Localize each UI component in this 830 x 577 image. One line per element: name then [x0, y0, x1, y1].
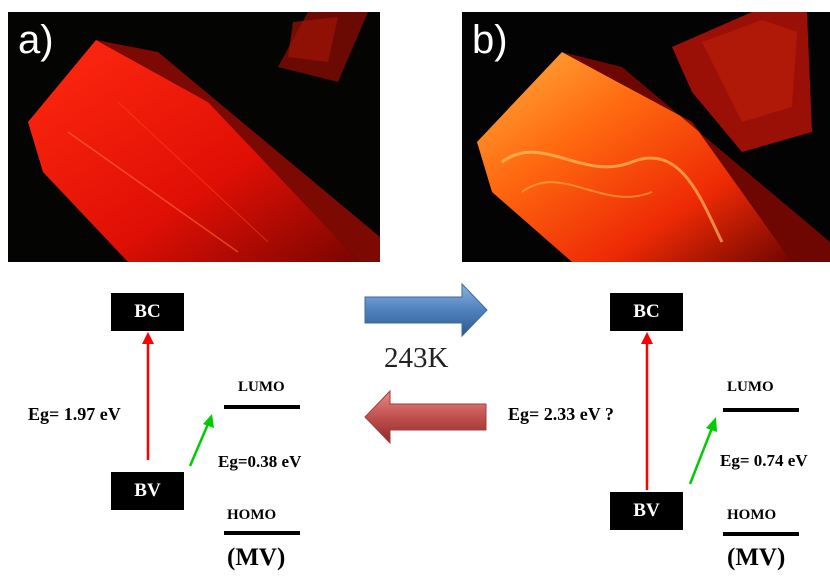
band-gap-arrow-b-icon — [641, 332, 653, 490]
panel-a-label: a) — [18, 18, 54, 62]
mv-gap-label-a: Eg=0.38 eV — [218, 452, 302, 471]
homo-label-a: HOMO — [227, 507, 277, 523]
band-gap-label-b: Eg= 2.33 eV ? — [508, 404, 614, 424]
crystal-photo-b: b) — [462, 12, 830, 262]
bc-box-b: BC — [610, 293, 683, 331]
mv-gap-label-b: Eg= 0.74 eV — [720, 451, 808, 470]
bv-box-a: BV — [111, 472, 184, 510]
crystal-a-illustration — [8, 12, 380, 262]
transition-temperature: 243K — [384, 342, 449, 374]
band-gap-arrow-a-icon — [142, 332, 154, 460]
mv-label-a: (MV) — [227, 544, 286, 571]
mv-arrow-a-icon — [188, 414, 214, 467]
mv-label-b: (MV) — [727, 544, 786, 571]
crystal-b-illustration — [462, 12, 830, 262]
lumo-level-b — [723, 408, 799, 412]
forward-arrow-icon — [364, 282, 488, 338]
homo-label-b: HOMO — [727, 507, 777, 523]
lumo-label-a: LUMO — [238, 379, 285, 395]
mv-arrow-b-icon — [688, 417, 717, 485]
homo-level-b — [723, 532, 799, 536]
lumo-level-a — [224, 405, 300, 409]
homo-level-a — [224, 531, 300, 535]
bc-box-a: BC — [111, 293, 184, 331]
lumo-label-b: LUMO — [727, 379, 774, 395]
crystal-photo-a: a) — [8, 12, 380, 262]
reverse-arrow-icon — [364, 389, 487, 445]
band-gap-label-a: Eg= 1.97 eV — [28, 404, 121, 424]
bv-box-b: BV — [610, 492, 683, 530]
panel-b-label: b) — [472, 18, 508, 62]
